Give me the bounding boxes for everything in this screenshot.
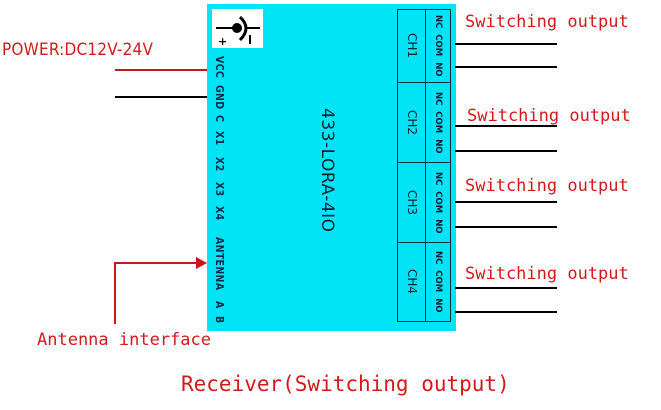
relay-channel-4: CH4 NC COM NO (398, 243, 450, 321)
vcc-wire (115, 69, 207, 71)
ch3-output-label: Switching output (465, 176, 629, 196)
dc-power-jack-symbol: + (216, 15, 260, 48)
terminal-labels: NC COM NO (433, 15, 443, 77)
antenna-leader-horizontal (114, 262, 198, 264)
ch3-no-wire (455, 226, 557, 228)
relay-channel-1: CH1 NC COM NO (398, 10, 450, 83)
pin-x1: X1 (213, 131, 225, 146)
antenna-leader-vertical (114, 262, 116, 324)
ch2-com-wire (455, 125, 557, 127)
terminal-labels: NC COM NO (433, 171, 443, 234)
ch2-no-wire (455, 150, 557, 152)
pin-x4: X4 (213, 206, 225, 221)
channel-label: CH2 (398, 83, 426, 162)
diagram-caption: Receiver(Switching output) (181, 372, 510, 396)
pin-a: A (213, 301, 225, 309)
pin-x2: X2 (213, 157, 225, 172)
channel-label: CH4 (398, 243, 426, 321)
arrow-right-icon (196, 257, 207, 269)
antenna-interface-label: Antenna interface (37, 330, 211, 350)
plus-sign: + (218, 35, 227, 48)
ch1-output-label: Switching output (465, 12, 629, 32)
ch4-com-wire (455, 287, 557, 289)
pin-antenna: ANTENNA (213, 237, 225, 291)
pin-c: C (213, 115, 225, 123)
relay-channel-2: CH2 NC COM NO (398, 83, 450, 163)
dc-power-jack-icon: + (212, 9, 263, 48)
ch3-com-wire (455, 201, 557, 203)
channel-label: CH3 (398, 163, 426, 242)
ch1-no-wire (455, 66, 557, 68)
power-label: POWER:DC12V-24V (2, 40, 154, 60)
relay-channel-3: CH3 NC COM NO (398, 163, 450, 243)
channel-label: CH1 (398, 10, 426, 82)
ch1-com-wire (455, 43, 557, 45)
terminal-labels: NC COM NO (433, 91, 443, 154)
ch2-output-label: Switching output (467, 106, 631, 126)
pin-labels: VCC GND C X1 X2 X3 X4 ANTENNA A B (208, 56, 230, 330)
pin-b: B (213, 316, 225, 324)
receiver-board (207, 4, 456, 331)
pin-vcc: VCC (213, 56, 225, 79)
gnd-wire (115, 96, 207, 98)
relay-terminal-block: CH1 NC COM NO CH2 NC COM NO CH3 NC COM N… (397, 9, 451, 322)
model-name: 433-LORA-4IO (317, 107, 337, 233)
ch4-no-wire (455, 311, 557, 313)
pin-gnd: GND (213, 85, 225, 110)
ch4-output-label: Switching output (465, 264, 629, 284)
pin-x3: X3 (213, 182, 225, 197)
terminal-labels: NC COM NO (433, 251, 443, 313)
